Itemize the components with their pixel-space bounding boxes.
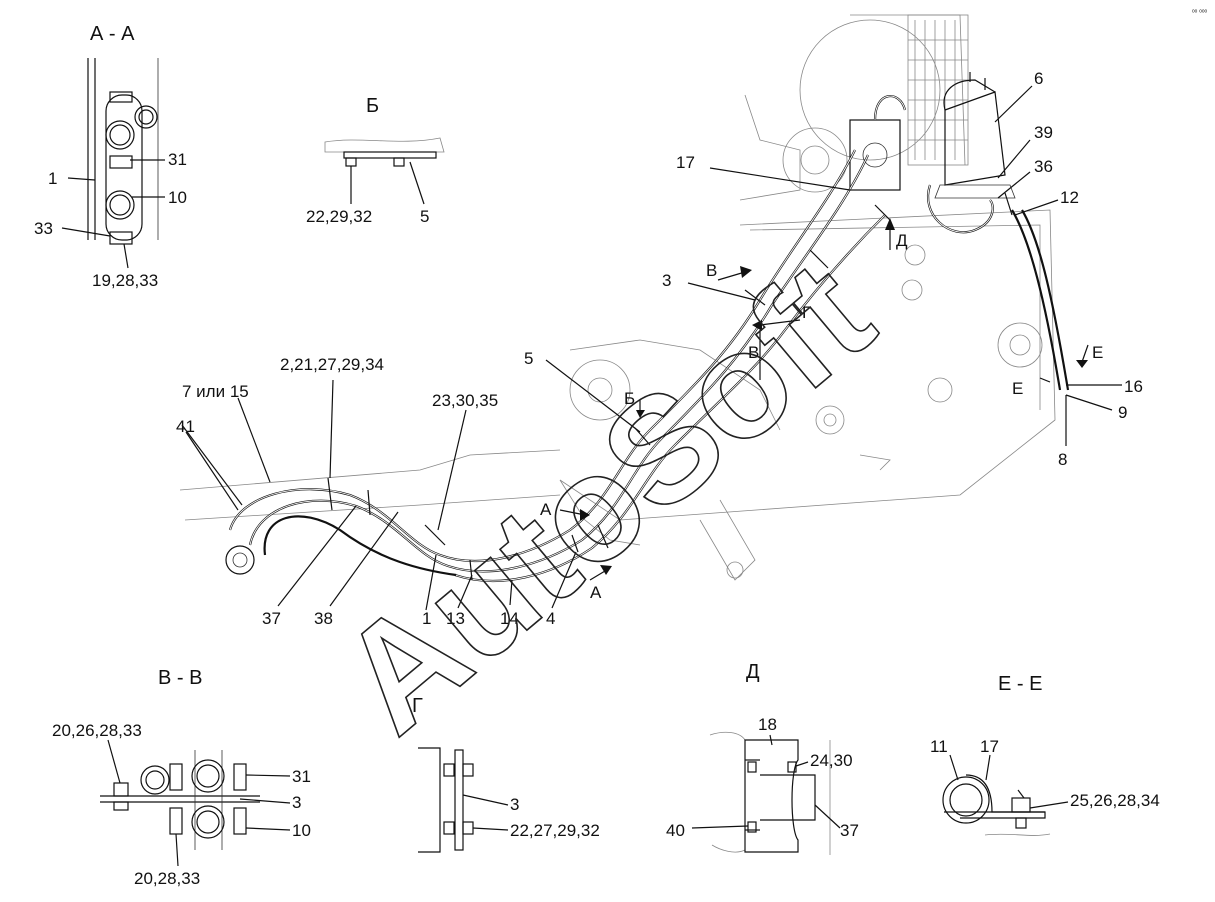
callout-main-1: 1	[422, 609, 431, 628]
callout-main-14: 14	[500, 609, 519, 628]
marker-a-bottom: А	[590, 583, 602, 602]
callout-main-9: 9	[1118, 403, 1127, 422]
section-vv: В - В 20,26,28,33 31 3 10 20,28,33	[52, 667, 311, 888]
section-d: Д 18 24,30 40 37	[666, 661, 859, 855]
callout-main-41: 41	[176, 417, 195, 436]
section-d-title: Д	[746, 661, 760, 683]
callout-main-38: 38	[314, 609, 333, 628]
callout-d-18: 18	[758, 715, 777, 734]
callout-main-17: 17	[676, 153, 695, 172]
callout-vv-20-28-33: 20,28,33	[134, 869, 200, 888]
callout-main-39: 39	[1034, 123, 1053, 142]
section-aa: А - А 1 31 10 33 19,28,33	[34, 23, 187, 290]
callout-vv-10: 10	[292, 821, 311, 840]
callout-vv-20-26-28-33: 20,26,28,33	[52, 721, 142, 740]
radiator-mesh	[908, 20, 968, 160]
section-ee-title: Е - Е	[998, 673, 1042, 695]
marker-e-bottom: Е	[1012, 379, 1023, 398]
section-g-title: Г	[412, 695, 423, 717]
corner-mark: ᵒᵒ ᵒᵒᵒ	[1192, 9, 1208, 16]
callout-aa-1: 1	[48, 169, 57, 188]
callout-main-13: 13	[446, 609, 465, 628]
callout-aa-33: 33	[34, 219, 53, 238]
callout-main-12: 12	[1060, 188, 1079, 207]
section-ee: Е - Е 11 17 25,26,28,34	[930, 673, 1160, 836]
callout-d-40: 40	[666, 821, 685, 840]
callout-vv-3: 3	[292, 793, 301, 812]
callout-main-37: 37	[262, 609, 281, 628]
callout-aa-10: 10	[168, 188, 187, 207]
callout-aa-31: 31	[168, 150, 187, 169]
section-aa-title: А - А	[90, 23, 135, 45]
callout-main-23-30-35: 23,30,35	[432, 391, 498, 410]
callout-ee-17: 17	[980, 737, 999, 756]
callout-b-5: 5	[420, 207, 429, 226]
callout-d-37: 37	[840, 821, 859, 840]
marker-d: Д	[896, 231, 908, 250]
callout-g-3: 3	[510, 795, 519, 814]
marker-v-bottom: В	[748, 343, 759, 362]
callout-main-3: 3	[662, 271, 671, 290]
marker-g: Г	[802, 303, 811, 322]
callout-main-5: 5	[524, 349, 533, 368]
main-view: 6 39 36 12 17 Д 3 В Г В Е Е 16 9 8 5 Б 2…	[176, 14, 1143, 628]
callout-main-8: 8	[1058, 450, 1067, 469]
callout-ee-25-26-28-34: 25,26,28,34	[1070, 791, 1160, 810]
callout-main-16: 16	[1124, 377, 1143, 396]
marker-v-top: В	[706, 261, 717, 280]
callout-main-2-21-27-29-34: 2,21,27,29,34	[280, 355, 384, 374]
watermark: AutoSoft	[308, 228, 903, 765]
callout-g-22-27-29-32: 22,27,29,32	[510, 821, 600, 840]
callout-main-36: 36	[1034, 157, 1053, 176]
callout-ee-11: 11	[930, 737, 948, 756]
callout-vv-31: 31	[292, 767, 311, 786]
callout-main-7-or-15: 7 или 15	[182, 382, 249, 401]
callout-main-4: 4	[546, 609, 555, 628]
section-b: Б 22,29,32 5	[306, 95, 445, 226]
watermark-text: AutoSoft	[309, 229, 902, 765]
marker-a-top: А	[540, 500, 552, 519]
callout-b-22-29-32: 22,29,32	[306, 207, 372, 226]
marker-e-top: Е	[1092, 343, 1103, 362]
section-b-title: Б	[366, 95, 379, 117]
callout-d-24-30: 24,30	[810, 751, 853, 770]
section-g: Г 3 22,27,29,32	[412, 695, 600, 853]
marker-b: Б	[624, 389, 635, 408]
callout-main-6: 6	[1034, 69, 1043, 88]
section-vv-title: В - В	[158, 667, 202, 689]
callout-aa-19-28-33: 19,28,33	[92, 271, 158, 290]
